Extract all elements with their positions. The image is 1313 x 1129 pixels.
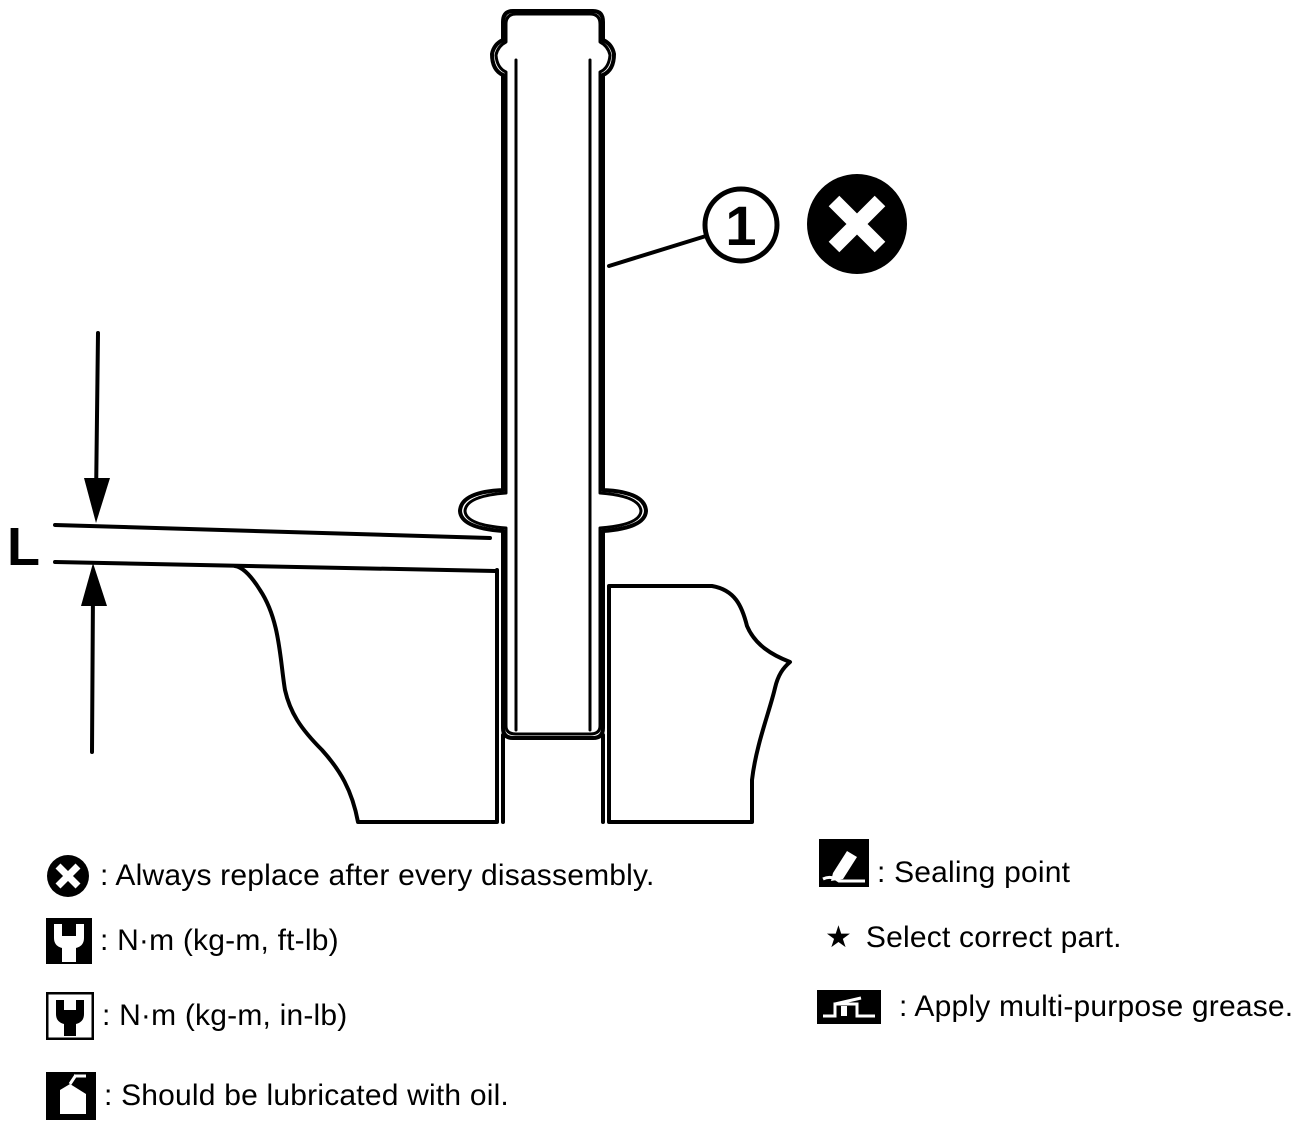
valve-guide-inner bbox=[463, 12, 643, 736]
legend-select-text: Select correct part. bbox=[865, 920, 1122, 954]
legend-grease: : Apply multi-purpose grease. bbox=[817, 990, 1293, 1024]
x-circle-icon bbox=[807, 174, 907, 274]
sealant-icon bbox=[819, 839, 869, 887]
dimension-label: L bbox=[7, 517, 40, 577]
cylinder-head-left bbox=[233, 564, 499, 824]
legend-replace: : Always replace after every disassembly… bbox=[44, 854, 655, 898]
star-icon: ★ bbox=[825, 921, 852, 954]
wrench-in-icon bbox=[46, 992, 94, 1040]
legend-torque-in-text: : N·m (kg-m, in-lb) bbox=[102, 999, 348, 1032]
legend-torque-ft-text: : N·m (kg-m, ft-lb) bbox=[100, 924, 339, 957]
legend-sealing: : Sealing point bbox=[819, 838, 1070, 888]
callout-number: 1 bbox=[725, 194, 756, 257]
cylinder-head-right bbox=[607, 584, 792, 824]
legend-grease-text: : Apply multi-purpose grease. bbox=[899, 990, 1294, 1023]
x-circle-icon bbox=[44, 854, 92, 898]
wrench-icon bbox=[46, 918, 92, 964]
legend-oil-text: : Should be lubricated with oil. bbox=[104, 1079, 509, 1112]
legend-oil: : Should be lubricated with oil. bbox=[46, 1072, 509, 1120]
valve-guide-diagram: L 1 bbox=[7, 9, 907, 824]
callout-circle bbox=[702, 186, 780, 264]
legend-replace-text: : Always replace after every disassembly… bbox=[100, 859, 655, 892]
legend-torque-in: : N·m (kg-m, in-lb) bbox=[46, 992, 347, 1040]
legend-select: ★ Select correct part. bbox=[825, 920, 1122, 955]
oil-can-icon bbox=[46, 1072, 96, 1120]
legend-torque-ft: : N·m (kg-m, ft-lb) bbox=[46, 918, 339, 964]
legend-sealing-text: : Sealing point bbox=[877, 856, 1071, 889]
grease-gun-icon bbox=[817, 990, 881, 1024]
dimension-arrow-down bbox=[84, 478, 110, 523]
valve-guide-outer bbox=[458, 9, 648, 740]
dimension-arrow-up bbox=[81, 563, 107, 606]
